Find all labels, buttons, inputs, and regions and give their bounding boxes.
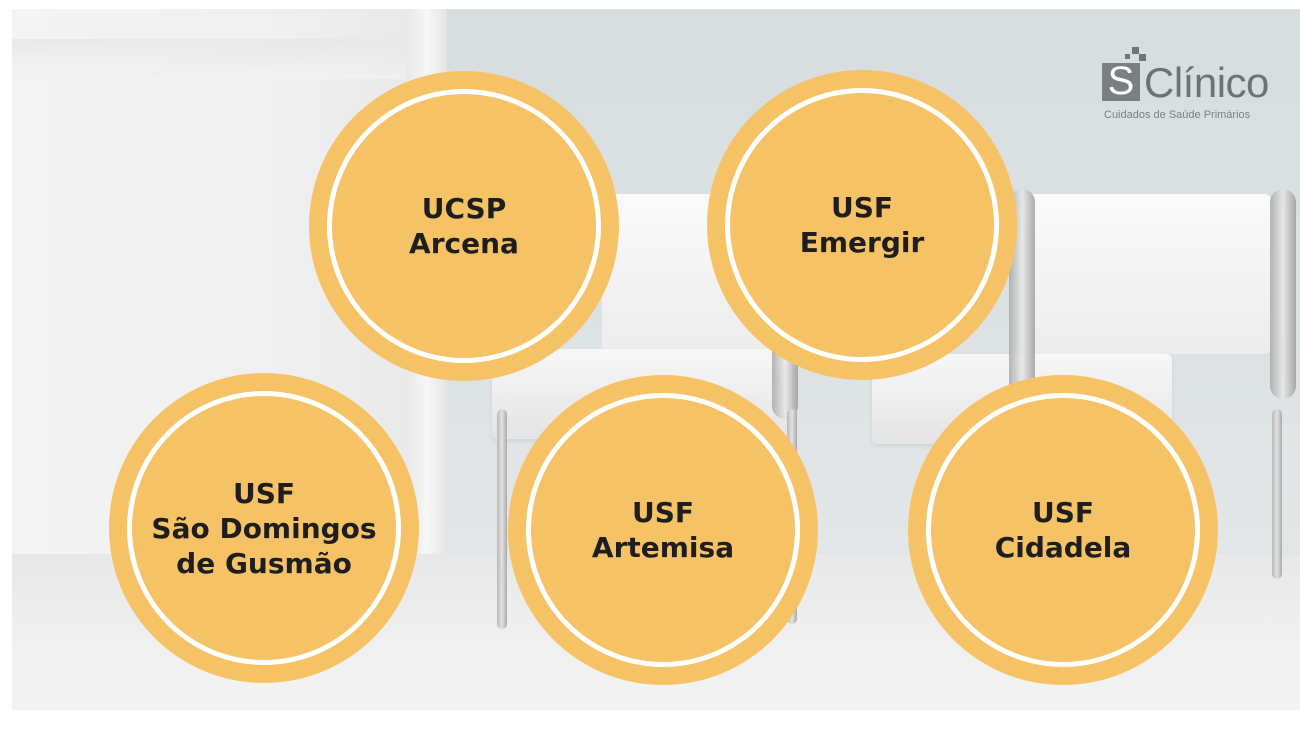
unit-circle-usf-sao-domingos-de-gusmao: USF São Domingos de Gusmão [109,373,419,683]
logo-square-icon [1139,54,1146,61]
unit-name-line2: de Gusmão [176,546,352,580]
background-ceiling-band [12,39,412,79]
unit-type: USF [232,476,296,510]
unit-name: Emergir [799,226,925,259]
circle-ring [526,393,800,667]
logo-square-icon [1132,47,1139,54]
logo-mark [1102,63,1140,101]
unit-name: Arcena [409,227,519,260]
unit-label: USF Emergir [800,190,925,260]
circle-ring [926,393,1200,667]
unit-type: USF [830,191,894,224]
slide: S Clínico Cuidados de Saúde Primários UC… [12,9,1300,710]
logo-mark-letter: S [1107,59,1135,103]
unit-type: USF [1031,496,1094,529]
unit-label: USF Artemisa [592,495,734,565]
unit-label: USF São Domingos de Gusmão [151,476,376,581]
chair-leg [497,409,507,629]
unit-type: USF [631,496,695,529]
unit-circle-usf-artemisa: USF Artemisa [508,375,818,685]
unit-circle-ucsp-arcena: UCSP Arcena [309,71,619,381]
unit-label: USF Cidadela [995,495,1132,565]
unit-type: UCSP [421,192,507,225]
chair-leg [1272,409,1282,579]
circle-ring [127,391,401,665]
unit-name: Cidadela [994,531,1132,564]
chair-armrest [1270,189,1296,399]
unit-name: São Domingos [151,511,377,545]
unit-circle-usf-cidadela: USF Cidadela [908,375,1218,685]
circle-ring [327,89,601,363]
unit-name: Artemisa [591,531,735,564]
unit-label: UCSP Arcena [409,191,519,261]
logo-name: Clínico [1144,59,1269,106]
logo-tagline: Cuidados de Saúde Primários [1104,109,1251,121]
logo-square-icon [1125,54,1130,59]
unit-circle-usf-emergir: USF Emergir [707,70,1017,380]
sclinico-logo: S Clínico Cuidados de Saúde Primários [1102,47,1272,127]
circle-ring [725,88,999,362]
chair-back [1022,194,1272,354]
